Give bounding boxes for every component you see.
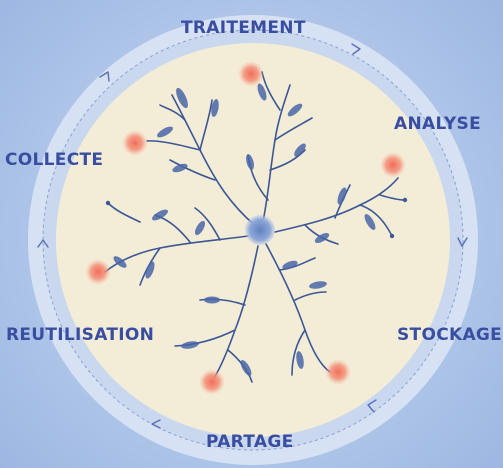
node-left (85, 259, 111, 285)
node-bottom-right (325, 359, 351, 385)
neuron-branches (104, 71, 406, 383)
chevron-arrow-icon (99, 71, 110, 82)
branch-leaves (113, 83, 376, 376)
stage-label-traitement: TRAITEMENT (181, 18, 306, 38)
node-upper-left (122, 130, 148, 156)
chevron-arrow-icon (37, 239, 49, 248)
stage-label-partage: PARTAGE (206, 432, 294, 452)
chevron-arrow-icon (457, 237, 468, 247)
stage-label-stockage: STOCKAGE (397, 325, 503, 345)
node-right (380, 152, 406, 178)
cell-nucleus-icon (245, 215, 275, 245)
stage-label-collecte: COLLECTE (5, 150, 104, 170)
chevron-arrow-icon (351, 43, 361, 55)
chevron-arrow-icon (367, 399, 377, 413)
cycle-path (42, 29, 464, 451)
node-bottom-left (199, 369, 225, 395)
stage-label-reutilisation: REUTILISATION (6, 325, 155, 345)
stage-label-analyse: ANALYSE (394, 114, 481, 134)
node-top (238, 61, 264, 87)
chevron-arrow-icon (151, 419, 161, 429)
